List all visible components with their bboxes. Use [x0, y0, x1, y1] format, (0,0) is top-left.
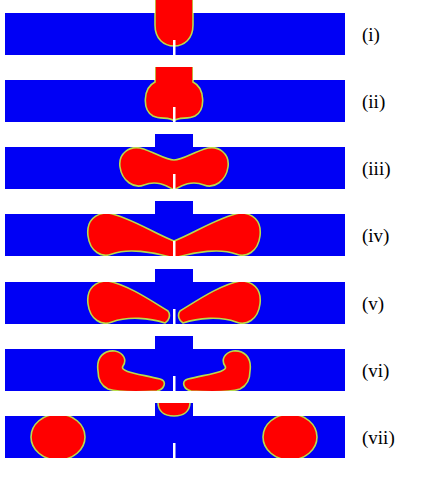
outlet-slit: [173, 376, 176, 392]
panel-label: (i): [362, 25, 380, 44]
panel-iii: [5, 134, 345, 190]
droplet-right: [263, 414, 317, 460]
channel: [5, 349, 345, 391]
droplet-right: [179, 281, 261, 323]
inlet: [155, 134, 193, 148]
outlet-slit: [173, 40, 176, 56]
inlet: [155, 269, 193, 283]
outlet-slit: [173, 241, 176, 257]
droplet: [88, 213, 261, 257]
panel-label: (v): [362, 294, 384, 313]
inlet: [155, 336, 193, 350]
panel-label: (ii): [362, 92, 385, 111]
panel-label: (vi): [362, 361, 389, 380]
droplet-left: [31, 414, 85, 460]
outlet-slit: [173, 107, 176, 123]
droplet-left: [98, 351, 165, 392]
panel-v: [5, 269, 345, 325]
droplet: [155, 0, 193, 46]
panel-i: [5, 0, 345, 56]
panel-label: (vii): [362, 428, 395, 447]
panel-vi: [5, 336, 345, 392]
channel: [5, 282, 345, 324]
panel-iv: [5, 201, 345, 257]
channel: [5, 214, 345, 256]
outlet-slit: [173, 309, 176, 325]
channel: [5, 147, 345, 189]
outlet-slit: [173, 443, 176, 459]
outlet-slit: [173, 174, 176, 190]
panel-label: (iii): [362, 159, 391, 178]
inlet: [155, 201, 193, 215]
panel-vii: [5, 402, 345, 460]
panel-label: (iv): [362, 226, 389, 245]
droplet-left: [88, 281, 170, 323]
droplet: [120, 148, 228, 190]
panel-ii: [5, 66, 345, 123]
droplet-cap: [158, 402, 190, 416]
droplet-right: [184, 351, 251, 392]
inlet: [155, 403, 193, 417]
